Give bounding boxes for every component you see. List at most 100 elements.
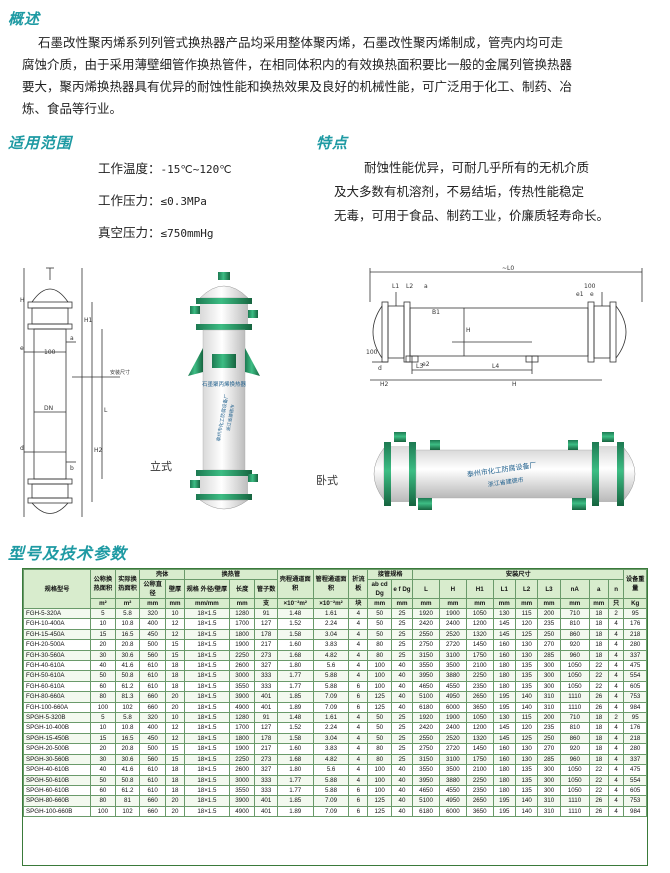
table-cell: 40 (90, 660, 116, 672)
table-cell: 401 (254, 691, 278, 703)
table-cell: 1900 (438, 607, 467, 620)
table-cell: 80 (367, 649, 392, 662)
table-cell: 1.60 (276, 743, 314, 755)
table-cell: 140 (514, 805, 539, 818)
table-cell: 6 (348, 691, 369, 703)
table-cell: 1900 (228, 639, 256, 651)
col-header-L1: L1 (492, 579, 516, 599)
table-cell: 1800 (228, 732, 256, 745)
table-cell: 26 (588, 795, 609, 807)
table-cell: 25 (390, 649, 414, 662)
table-cell: 1050 (559, 764, 590, 776)
vertical-technical-drawing: H H1 H2 100 DN L e a d b 安装尺寸 (20, 267, 130, 517)
table-cell: 195 (492, 795, 516, 807)
table-cell: 25 (390, 743, 414, 755)
params-title: 型号及技术参数 (8, 544, 128, 563)
table-cell: 16.5 (114, 628, 141, 641)
table-cell: 18×1.5 (184, 805, 230, 818)
unit-cell: mm (139, 598, 166, 609)
table-cell: 1920 (412, 712, 440, 724)
table-cell: 4 (348, 753, 369, 766)
table-cell: 401 (254, 795, 278, 807)
table-cell: 18 (588, 722, 609, 734)
dim-label: d (20, 445, 24, 452)
table-cell: 1800 (228, 628, 256, 641)
table-cell: 50 (90, 774, 116, 786)
col-header-nozzle: 接管规格 (367, 569, 414, 580)
col-header-install: 安装尺寸 (412, 569, 625, 580)
col-header-tube-spec: 规格 外径/壁厚 (184, 579, 230, 599)
table-cell: 1.58 (276, 628, 314, 641)
table-cell: 125 (367, 691, 392, 703)
dim-label: H2 (380, 381, 389, 388)
model-cell: FGH-60-610A (22, 680, 92, 693)
table-cell: 4 (607, 784, 625, 797)
table-cell: 1.80 (276, 660, 314, 672)
table-cell: 25 (390, 753, 414, 766)
table-cell: 1920 (412, 607, 440, 620)
table-cell: 40 (390, 784, 414, 797)
col-header-shell: 壳体 (139, 569, 185, 580)
table-cell: 3100 (438, 753, 467, 766)
table-cell: 102 (114, 701, 141, 714)
unit-cell: mm (492, 598, 516, 609)
table-cell: 3000 (228, 670, 256, 682)
table-cell: 25 (390, 722, 414, 734)
table-cell: 50 (367, 607, 392, 620)
table-cell: 320 (139, 607, 166, 620)
table-cell: 30.6 (114, 753, 141, 766)
table-cell: 200 (537, 607, 561, 620)
table-cell: 1450 (465, 639, 494, 651)
table-cell: 140 (514, 691, 539, 703)
table-cell: 4 (607, 753, 625, 766)
table-cell: 1700 (228, 722, 256, 734)
table-cell: 1050 (559, 774, 590, 786)
table-cell: 217 (254, 639, 278, 651)
table-cell: 273 (254, 753, 278, 766)
table-cell: 2400 (438, 618, 467, 630)
overview-text: 石墨改性聚丙烯系列列管式换热器产品均采用整体聚丙烯，石墨改性聚丙烯制成，管壳内均… (22, 32, 662, 120)
table-cell: 5100 (412, 795, 440, 807)
table-cell: 130 (514, 639, 539, 651)
table-cell: 1.77 (276, 670, 314, 682)
table-cell: 5.88 (312, 774, 350, 786)
dim-label: L (104, 407, 108, 414)
col-header-wall: 壁厚 (165, 579, 185, 599)
table-cell: 270 (537, 639, 561, 651)
table-cell: 660 (139, 691, 166, 703)
overview-line: 腐蚀介质，由于采用薄壁细管作换热管件，在相同体积内的有效换热面积要比一般的金属列… (22, 57, 573, 72)
table-cell: 30.6 (114, 649, 141, 662)
table-cell: 300 (537, 660, 561, 672)
table-cell: 127 (254, 722, 278, 734)
table-cell: 4 (348, 618, 369, 630)
model-cell: SPGH-40-610B (22, 764, 92, 776)
table-cell: 18 (165, 680, 185, 693)
table-cell: 2520 (438, 628, 467, 641)
table-cell: 18×1.5 (184, 649, 230, 662)
table-cell: 26 (588, 701, 609, 714)
dim-label: L3 (416, 363, 423, 370)
dim-label: 100 (366, 349, 378, 356)
col-header-baffle: 折流板 (348, 569, 369, 599)
unit-cell: mm (588, 598, 609, 609)
table-cell: 10 (90, 618, 116, 630)
table-cell: 1.80 (276, 764, 314, 776)
table-cell: 4 (348, 743, 369, 755)
table-cell: 6180 (412, 805, 440, 818)
table-cell: 18 (588, 712, 609, 724)
table-cell: 4 (607, 701, 625, 714)
horizontal-vessel-illustration: 泰州市化工防腐设备厂 浙江省建德市 (373, 432, 636, 510)
table-cell: 6 (348, 701, 369, 714)
features-title: 特点 (316, 134, 349, 152)
table-cell: 500 (139, 639, 166, 651)
table-cell: 337 (623, 753, 647, 766)
table-cell: 4 (348, 732, 369, 745)
table-cell: 160 (492, 743, 516, 755)
table-cell: 145 (492, 722, 516, 734)
table-cell: 22 (588, 660, 609, 672)
horizontal-caption: 卧式 (316, 474, 338, 487)
table-cell: 18×1.5 (184, 670, 230, 682)
